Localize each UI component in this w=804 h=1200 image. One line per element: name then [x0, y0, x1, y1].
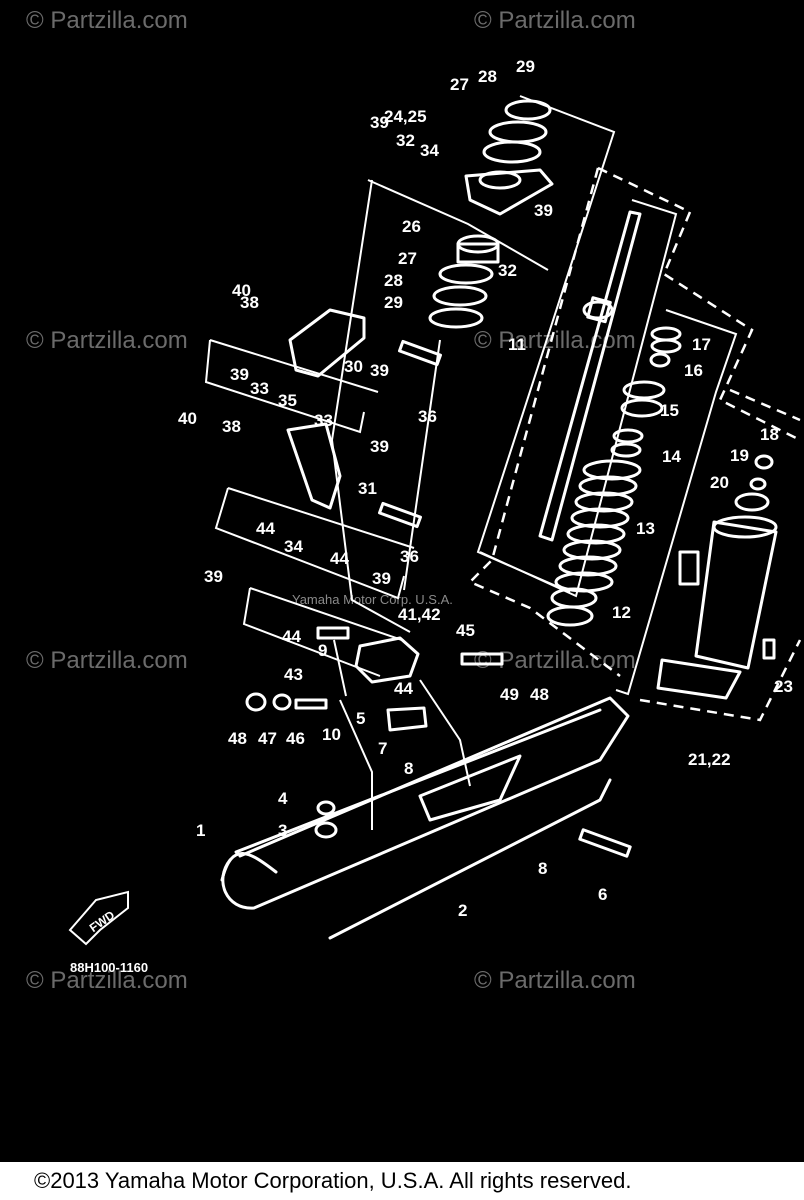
part-callout: 41,42 [398, 605, 441, 624]
copyright-notice: ©2013 Yamaha Motor Corporation, U.S.A. A… [34, 1168, 632, 1193]
part-callout: 19 [730, 446, 749, 465]
part-callout: 45 [456, 621, 475, 640]
shock-body [656, 515, 778, 700]
part-callout: 13 [636, 519, 655, 538]
part-callout: 16 [684, 361, 703, 380]
footer: ©2013 Yamaha Motor Corporation, U.S.A. A… [0, 1162, 804, 1200]
part-callout: 34 [420, 141, 439, 160]
part-callout: 4 [278, 789, 288, 808]
part-callout: 38 [222, 417, 241, 436]
fwd-label: FWD [87, 908, 118, 935]
part-callout: 38 [240, 293, 259, 312]
part-callout: 49 [500, 685, 519, 704]
part-callout: 43 [284, 665, 303, 684]
part-callout: 24,25 [384, 107, 427, 126]
watermark: © Partzilla.com [26, 647, 188, 674]
part-callout: 44 [282, 627, 301, 646]
part-callout: 17 [692, 335, 711, 354]
part-callout: 30 [344, 357, 363, 376]
part-callout: 20 [710, 473, 729, 492]
part-callout: 3 [278, 821, 287, 840]
fwd-arrow-icon: FWD [68, 890, 129, 946]
part-callout: 33 [250, 379, 269, 398]
ski [220, 696, 630, 940]
part-callout: 18 [760, 425, 779, 444]
watermark: © Partzilla.com [26, 967, 188, 994]
part-callout: 2 [458, 901, 467, 920]
part-callout: 9 [318, 641, 327, 660]
part-callout: 44 [330, 549, 349, 568]
part-callout: 39 [370, 437, 389, 456]
part-callout: 12 [612, 603, 631, 622]
part-callout: 5 [356, 709, 365, 728]
part-callouts: 1234567889101112131415161718192021,22232… [178, 57, 793, 920]
inner-watermark: Yamaha Motor Corp. U.S.A. [292, 592, 453, 607]
diagram-canvas: © Partzilla.com © Partzilla.com © Partzi… [26, 7, 802, 994]
part-callout: 29 [384, 293, 403, 312]
part-callout: 44 [256, 519, 275, 538]
group-outlines [467, 166, 802, 722]
part-callout: 6 [598, 885, 607, 904]
part-callout: 32 [396, 131, 415, 150]
part-callout: 39 [370, 113, 389, 132]
part-callout: 35 [278, 391, 297, 410]
part-callout: 39 [370, 361, 389, 380]
part-callout: 28 [478, 67, 497, 86]
part-shapes: FWD [68, 99, 778, 946]
part-callout: 48 [228, 729, 247, 748]
watermark: © Partzilla.com [474, 967, 636, 994]
part-callout: 8 [404, 759, 413, 778]
part-callout: 1 [196, 821, 205, 840]
part-callout: 33 [314, 411, 333, 430]
part-callout: 26 [402, 217, 421, 236]
part-callout: 40 [178, 409, 197, 428]
watermark: © Partzilla.com [26, 7, 188, 34]
part-callout: 28 [384, 271, 403, 290]
part-callout: 15 [660, 401, 679, 420]
spring [554, 459, 642, 593]
part-callout: 7 [378, 739, 387, 758]
part-callout: 27 [450, 75, 469, 94]
part-callout: 39 [204, 567, 223, 586]
part-callout: 11 [508, 335, 526, 354]
watermark: © Partzilla.com [474, 327, 636, 354]
watermark: © Partzilla.com [474, 7, 636, 34]
part-callout: 32 [498, 261, 517, 280]
part-callout: 40 [232, 281, 251, 300]
part-callout: 36 [418, 407, 437, 426]
part-callout: 36 [400, 547, 419, 566]
part-callout: 47 [258, 729, 277, 748]
part-callout: 46 [286, 729, 305, 748]
part-callout: 44 [394, 679, 413, 698]
part-callout: 39 [372, 569, 391, 588]
part-callout: 10 [322, 725, 341, 744]
part-callout: 14 [662, 447, 681, 466]
watermark: © Partzilla.com [26, 327, 188, 354]
group-lines [204, 95, 738, 830]
parts-diagram: © Partzilla.com © Partzilla.com © Partzi… [0, 0, 804, 1162]
part-callout: 29 [516, 57, 535, 76]
part-callout: 39 [534, 201, 553, 220]
part-callout: 39 [230, 365, 249, 384]
part-callout: 48 [530, 685, 549, 704]
part-callout: 8 [538, 859, 547, 878]
part-callout: 34 [284, 537, 303, 556]
part-callout: 31 [358, 479, 377, 498]
part-callout: 23 [774, 677, 793, 696]
diagram-code: 88H100-1160 [70, 960, 148, 975]
part-callout: 21,22 [688, 750, 731, 769]
bracket-24-25 [464, 168, 554, 216]
part-callout: 27 [398, 249, 417, 268]
